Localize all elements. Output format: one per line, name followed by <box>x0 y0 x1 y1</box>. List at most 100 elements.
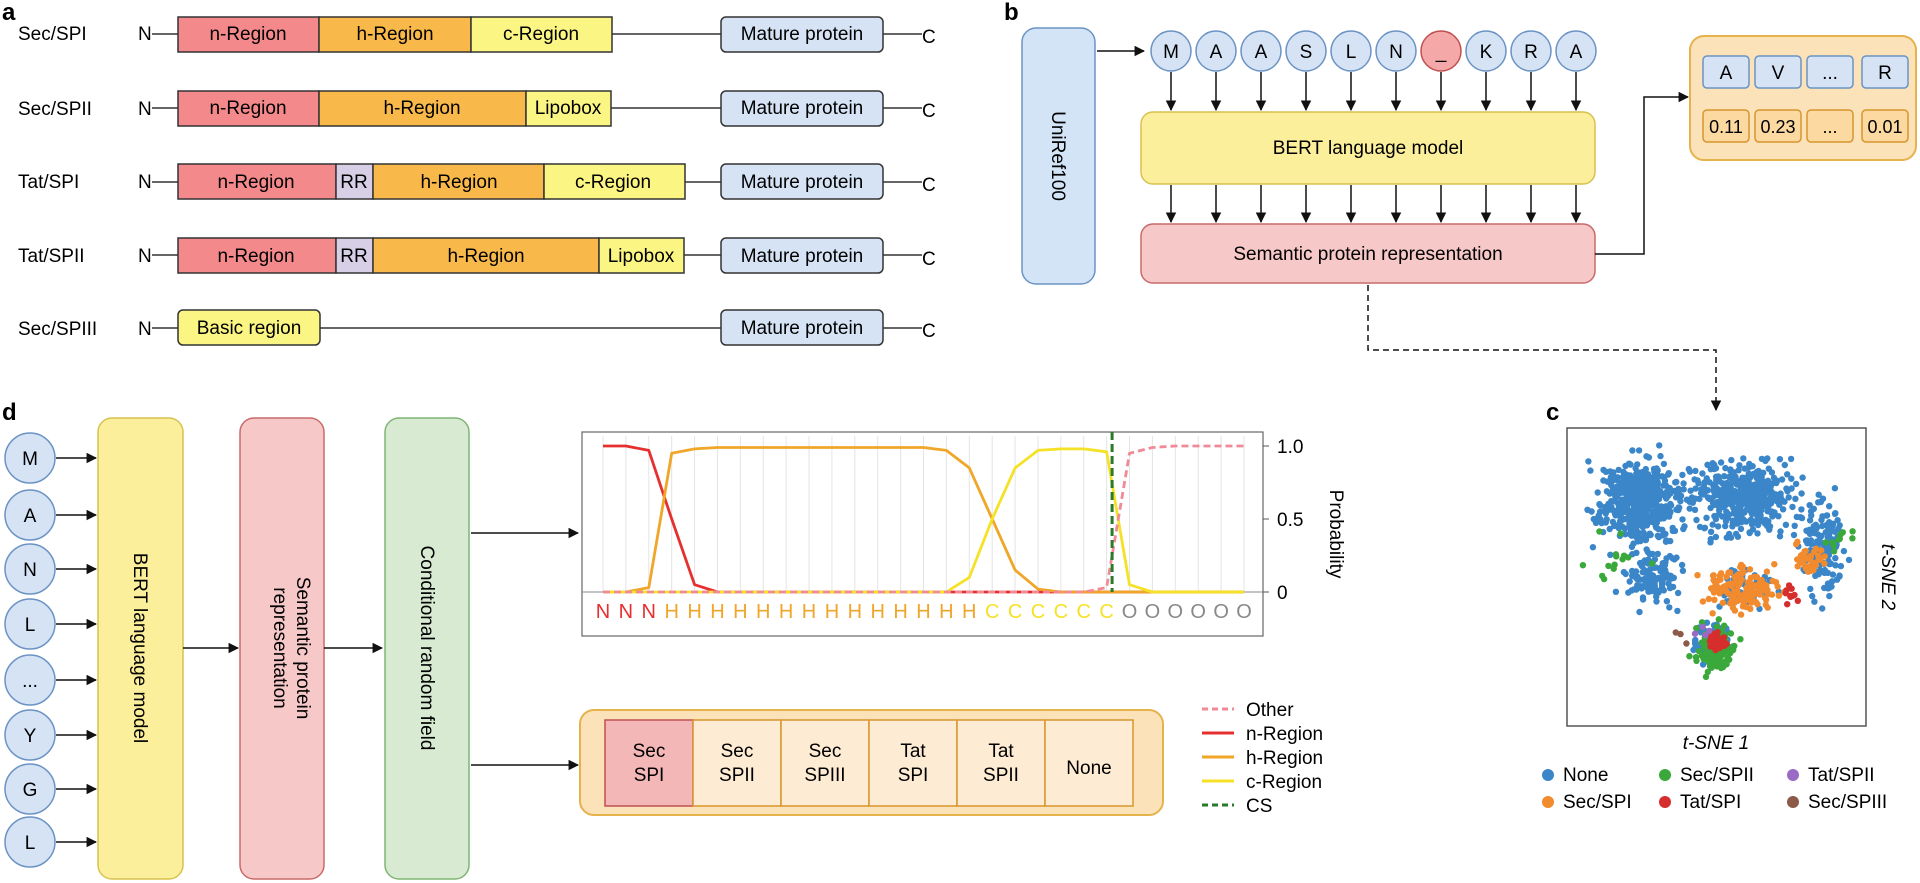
tsne-point <box>1830 548 1838 555</box>
tsne-point <box>1835 525 1842 532</box>
tsne-point <box>1818 547 1825 554</box>
tsne-point <box>1723 647 1730 654</box>
tsne-point <box>1674 607 1681 615</box>
tsne-point <box>1829 539 1836 546</box>
tsne-point <box>1666 604 1673 611</box>
tsne-xlabel: t-SNE 1 <box>1683 733 1750 754</box>
tsne-point <box>1707 539 1714 546</box>
tsne-point <box>1641 478 1648 485</box>
tsne-points <box>1579 442 1856 680</box>
tsne-point <box>1647 566 1654 573</box>
tsne-point <box>1633 549 1640 556</box>
tsne-point <box>1626 578 1633 585</box>
tsne-point <box>1748 599 1755 606</box>
tsne-point <box>1756 590 1764 598</box>
tsne-point <box>1710 576 1717 584</box>
tsne-point <box>1662 538 1670 545</box>
tsne-point <box>1826 592 1833 600</box>
tsne-point <box>1699 470 1706 477</box>
tsne-point <box>1752 582 1759 589</box>
tsne-ylabel: t-SNE 2 <box>1877 544 1898 611</box>
state-letter: H <box>756 601 770 623</box>
tsne-point <box>1618 501 1625 508</box>
tsne-point <box>1716 572 1724 579</box>
tsne-point <box>1655 525 1662 533</box>
prob-series <box>603 432 1244 594</box>
legend-marker <box>1659 769 1671 781</box>
tsne-point <box>1757 492 1764 500</box>
bert-label: BERT language model <box>1273 138 1463 159</box>
tsne-point <box>1686 505 1693 512</box>
tsne-point <box>1627 520 1635 527</box>
crf-box <box>384 417 470 880</box>
tsne-point <box>1763 568 1771 575</box>
legend-label: Sec/SPII <box>1680 765 1754 786</box>
residue-circle <box>4 489 56 541</box>
legend-label: Sec/SPI <box>1563 792 1632 813</box>
output-value: ... <box>1822 117 1837 137</box>
tsne-point <box>1740 568 1747 575</box>
tsne-point <box>1725 569 1732 576</box>
tsne-point <box>1731 497 1738 504</box>
tsne-point <box>1702 673 1710 680</box>
crf-label: Conditional random field <box>416 546 437 751</box>
tsne-point <box>1798 506 1805 513</box>
state-letter: H <box>825 601 839 623</box>
segment-label: n-Region <box>209 98 286 119</box>
tsne-point <box>1610 469 1617 476</box>
tsne-point <box>1806 517 1814 524</box>
tsne-point <box>1672 629 1680 636</box>
tsne-point <box>1623 476 1631 483</box>
tsne-point <box>1636 576 1644 583</box>
tsne-point <box>1606 525 1613 533</box>
tsne-point <box>1779 506 1787 513</box>
tsne-point <box>1819 513 1826 520</box>
h-region-segment <box>318 90 527 127</box>
state-letter: H <box>939 601 953 623</box>
tsne-point <box>1625 499 1632 506</box>
residue-circle <box>1150 30 1192 72</box>
tsne-point <box>1709 521 1716 528</box>
tsne-point <box>1819 605 1826 612</box>
tsne-point <box>1788 475 1795 482</box>
tsne-point <box>1644 490 1652 497</box>
output-value-box <box>1861 109 1909 143</box>
tsne-point <box>1634 538 1642 545</box>
tsne-point <box>1768 469 1776 476</box>
n-region-segment <box>177 237 337 274</box>
residue-label: _ <box>1435 42 1447 63</box>
tsne-point <box>1720 634 1728 641</box>
tsne-point <box>1731 607 1739 614</box>
tsne-point <box>1653 593 1660 600</box>
residue-label: A <box>24 506 37 527</box>
mature-protein-label: Mature protein <box>741 98 864 119</box>
legend-label: Tat/SPII <box>1808 765 1875 786</box>
tsne-point <box>1757 515 1764 522</box>
tsne-point <box>1661 574 1668 582</box>
tsne-point <box>1690 646 1697 654</box>
tsne-point <box>1724 514 1732 522</box>
segment-label: h-Region <box>383 98 460 119</box>
tsne-point <box>1824 526 1832 534</box>
tsne-point <box>1783 485 1790 492</box>
tsne-point <box>1772 491 1779 498</box>
output-value-box <box>1754 109 1802 143</box>
tsne-point <box>1790 531 1798 539</box>
state-letter: N <box>642 601 656 623</box>
tsne-point <box>1727 466 1734 473</box>
tsne-point <box>1798 551 1806 558</box>
tsne-point <box>1619 556 1626 563</box>
panel-letter-a: a <box>2 0 16 26</box>
tsne-point <box>1607 551 1614 558</box>
lipobox-segment <box>525 90 612 127</box>
residue-label: L <box>1346 42 1357 63</box>
tsne-point <box>1839 529 1847 536</box>
residue-label: R <box>1524 42 1538 63</box>
tsne-point <box>1672 494 1680 501</box>
tsne-point <box>1811 598 1818 605</box>
tsne-point <box>1628 587 1635 594</box>
tsne-point <box>1741 465 1749 472</box>
residue-circle <box>1375 30 1417 72</box>
